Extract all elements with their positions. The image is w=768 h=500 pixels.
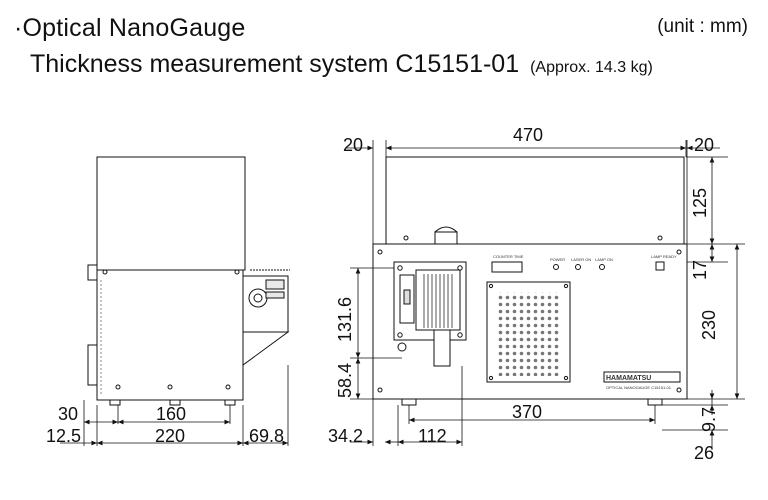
dim-front-58-4: 58.4 (335, 363, 355, 398)
dim-front-370: 370 (512, 402, 542, 422)
side-view (60, 156, 290, 446)
dim-side-160: 160 (156, 404, 186, 424)
counter-display (491, 261, 523, 273)
dim-side-69-8: 69.8 (249, 426, 284, 446)
dim-front-17: 17 (690, 260, 710, 280)
dim-front-26: 26 (694, 443, 714, 463)
front-lamp-housing (385, 156, 685, 245)
dim-front-20-left: 20 (343, 135, 363, 155)
power-label: POWER (550, 257, 565, 262)
dim-front-34-2: 34.2 (328, 426, 363, 446)
weight-note: (Approx. 14.3 kg) (530, 59, 653, 76)
counter-label: COUNTER TIME (493, 254, 524, 259)
dim-side-30: 30 (58, 404, 78, 424)
front-view (372, 156, 688, 406)
dim-front-20-right: 20 (694, 135, 714, 155)
laser-led-icon (575, 264, 581, 270)
lamp-label: LAMP ON (595, 257, 613, 262)
subtitle-text: Thickness measurement system C15151-01 (30, 50, 520, 78)
power-led-icon (553, 264, 559, 270)
page-title: ·Optical NanoGauge (14, 14, 246, 42)
side-main-body (96, 269, 244, 401)
product-label: OPTICAL NANOGAUGE C15151-01 (606, 385, 672, 390)
laser-label: LASER ON (571, 257, 591, 262)
unit-note: (unit : mm) (657, 16, 748, 37)
lamp-ready-label: LAMP READY (651, 254, 677, 259)
dim-front-230: 230 (699, 310, 719, 340)
dim-front-125: 125 (690, 188, 710, 218)
lamp-led-icon (599, 264, 605, 270)
dim-front-470: 470 (513, 125, 543, 145)
side-lamp-housing (96, 156, 246, 271)
front-dimension-lines (345, 140, 745, 450)
brand-logo: HAMAMATSU (606, 375, 651, 382)
lamp-ready-indicator (655, 261, 665, 271)
dim-side-12-5: 12.5 (46, 426, 81, 446)
dim-front-112: 112 (418, 426, 447, 446)
dim-front-9-7: 9.7 (699, 407, 719, 432)
page-subtitle: Thickness measurement system C15151-01 (… (30, 50, 653, 79)
dim-side-220: 220 (155, 426, 185, 446)
dim-front-131-6: 131.6 (335, 297, 355, 342)
